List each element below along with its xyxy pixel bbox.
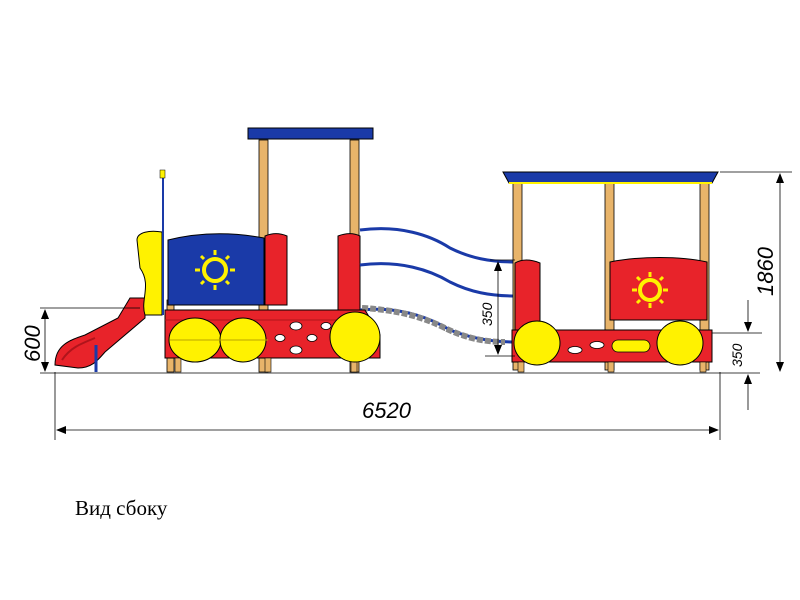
locomotive-roof [247, 127, 374, 140]
dim-total-height: 1860 [753, 246, 778, 296]
wagon-sun-icon [632, 272, 668, 308]
view-caption: Вид сбоку [75, 496, 168, 520]
dim-overall-length: 6520 [362, 398, 412, 423]
slide [54, 297, 146, 369]
wagon [502, 171, 719, 373]
locomotive [54, 127, 516, 373]
dimension-lines [40, 171, 792, 440]
locomotive-wheels [168, 311, 381, 363]
sun-panel [167, 233, 265, 306]
wagon-wheels [513, 320, 704, 366]
dim-bridge-height: 350 [479, 302, 495, 326]
wagon-roof [502, 171, 719, 184]
front-yellow-panel [136, 230, 163, 316]
chain-bridge [361, 305, 506, 345]
dim-wagon-floor-height: 350 [729, 343, 745, 367]
sun-icon [195, 250, 235, 290]
dim-slide-height: 600 [20, 325, 45, 362]
